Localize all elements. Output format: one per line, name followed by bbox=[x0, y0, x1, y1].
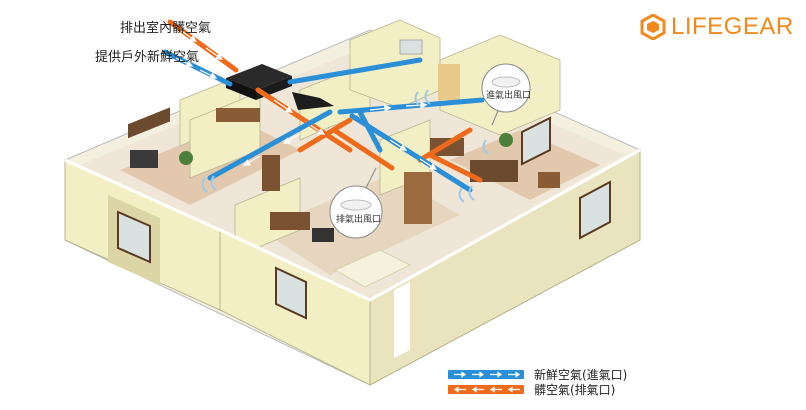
legend-item-stale: 髒空氣(排氣口) bbox=[448, 381, 615, 398]
callout-intake bbox=[481, 63, 531, 126]
desk-living bbox=[270, 212, 310, 230]
legend-label-fresh: 新鮮空氣(進氣口) bbox=[534, 368, 628, 382]
airflow-wisps bbox=[201, 89, 489, 203]
door-left-room bbox=[262, 155, 280, 191]
window-left-1 bbox=[117, 210, 151, 264]
exhaust-vent-label: 排氣出風口 bbox=[336, 215, 382, 225]
shelf-kitchen bbox=[216, 108, 260, 122]
logo-wordmark: LIFEGEAR bbox=[671, 13, 794, 40]
intake-vent-label: 進氣出風口 bbox=[486, 91, 532, 101]
dresser-right bbox=[538, 172, 560, 188]
tv-left bbox=[130, 150, 158, 168]
supply-arrows bbox=[175, 57, 438, 170]
bedroom-right-floor bbox=[450, 130, 600, 200]
bed-right bbox=[470, 160, 518, 182]
cabinet-center bbox=[404, 172, 432, 224]
entry-opening bbox=[394, 282, 410, 358]
logo-icon bbox=[640, 14, 666, 40]
exhaust-arrows bbox=[179, 29, 325, 136]
legend-label-stale: 髒空氣(排氣口) bbox=[534, 383, 616, 397]
plant-right bbox=[499, 133, 513, 147]
tv-cabinet bbox=[128, 107, 170, 139]
tv-living bbox=[312, 228, 334, 242]
exhaust-label: 排出室內髒空氣 bbox=[120, 21, 212, 36]
window-back bbox=[399, 39, 423, 55]
ventilation-nozzle bbox=[292, 92, 334, 110]
legend-swatch-stale bbox=[448, 385, 524, 394]
rug bbox=[333, 249, 412, 288]
window-right-room bbox=[521, 116, 551, 166]
window-right-front bbox=[579, 180, 611, 240]
brand-logo: LIFEGEAR bbox=[640, 12, 794, 42]
exhaust-ducts bbox=[167, 19, 483, 183]
legend-item-fresh: 新鮮空氣(進氣口) bbox=[448, 366, 627, 383]
wall-cap-front bbox=[64, 148, 641, 302]
plant-left bbox=[179, 151, 193, 165]
callout-exhaust bbox=[329, 167, 383, 239]
window-front bbox=[275, 266, 307, 320]
supply-ducts bbox=[162, 49, 485, 193]
supply-label: 提供戶外新鮮空氣 bbox=[95, 50, 200, 65]
legend-swatch-fresh bbox=[448, 370, 524, 379]
curtain bbox=[438, 64, 460, 100]
